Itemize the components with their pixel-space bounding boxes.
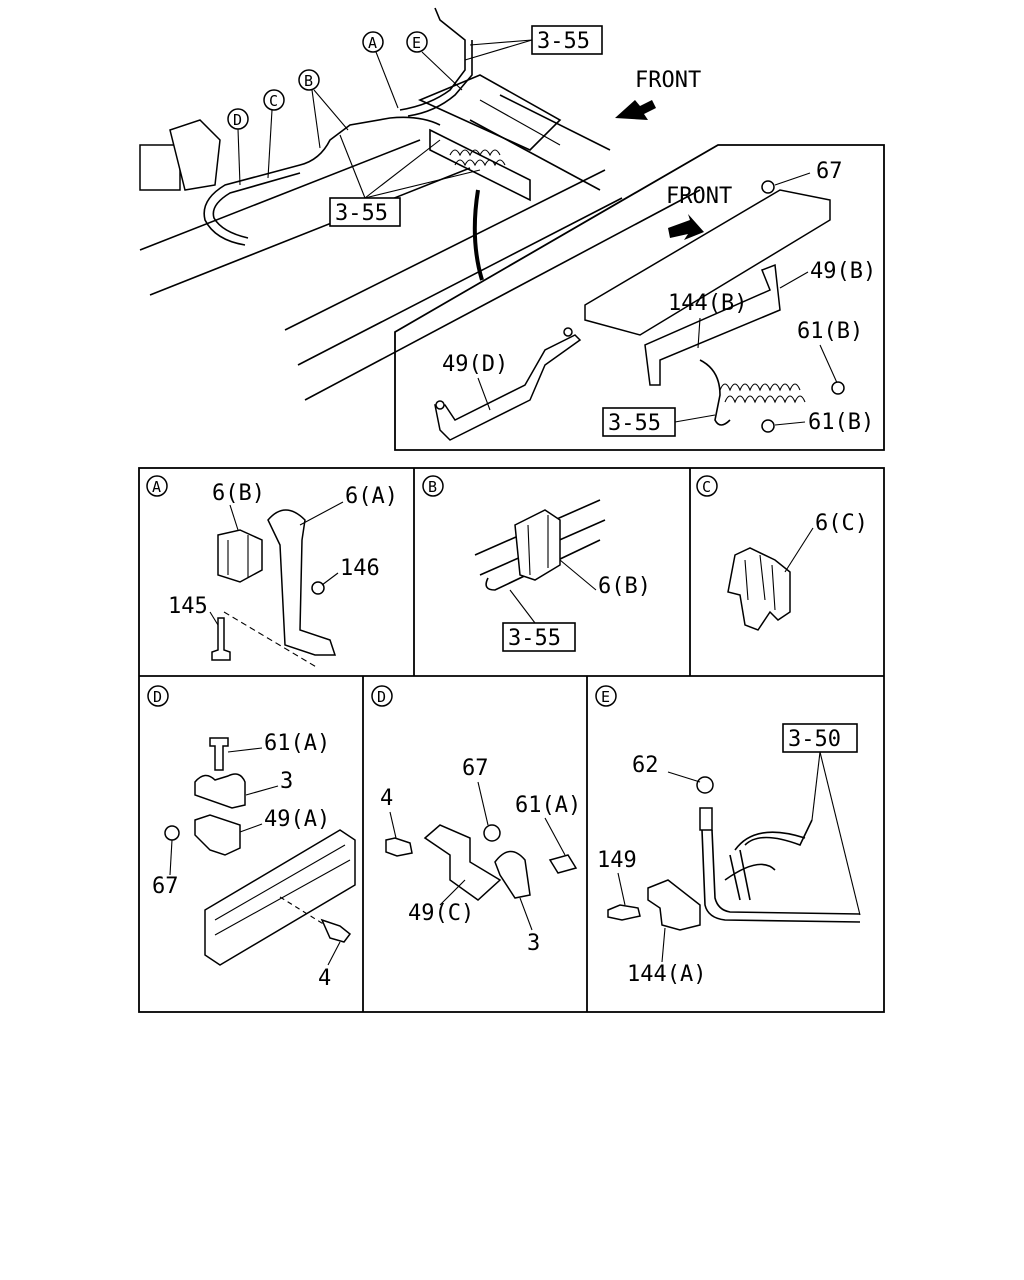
detail-d-left: D 61(A) 3 49(A) 67 4 (147, 685, 356, 991)
detail-b: B 6(B) 3-55 (422, 475, 651, 652)
callout-e: E (406, 31, 463, 91)
main-view: FRONT 3-55 3-55 A E B C (139, 7, 701, 401)
label-6c: 6(C) (815, 511, 868, 536)
label-3-mid: 3 (527, 931, 540, 956)
front-arrow-icon (615, 100, 656, 120)
battery-block (139, 144, 181, 191)
label-4-mid: 4 (380, 786, 393, 811)
ref-3-55-b: 3-55 (508, 626, 561, 651)
ref-label-3-55-mid: 3-55 (335, 201, 388, 226)
bolt-145 (211, 617, 231, 661)
label-144a: 144(A) (627, 962, 706, 987)
label-67-mid: 67 (462, 756, 489, 781)
svg-text:A: A (368, 34, 377, 52)
front-label: FRONT (635, 68, 701, 93)
clamp-3 (194, 773, 246, 809)
detail-grid (138, 467, 885, 1013)
callout-c: C (263, 89, 285, 179)
label-144b: 144(B) (668, 291, 747, 316)
label-145: 145 (168, 594, 208, 619)
harness-tube (203, 116, 441, 246)
detail-d-middle-tag: D (377, 688, 386, 706)
pipe-harness (701, 829, 861, 923)
callout-d: D (227, 108, 249, 186)
bracket-49c (423, 824, 502, 901)
label-6b: 6(B) (212, 481, 265, 506)
label-4-d: 4 (318, 966, 331, 991)
label-3: 3 (280, 769, 293, 794)
spring-coil (449, 149, 506, 167)
label-146: 146 (340, 556, 380, 581)
inset-ref-3-55: 3-55 (608, 411, 661, 436)
bolt-4 (320, 918, 352, 943)
bolt-61a (209, 737, 229, 771)
clamp-144a (647, 879, 701, 931)
label-149: 149 (597, 848, 637, 873)
bolt-4-mid (385, 837, 413, 857)
ref-label-3-55-top: 3-55 (537, 29, 590, 54)
label-61a: 61(A) (264, 731, 330, 756)
bracket-6a (267, 509, 337, 656)
svg-text:C: C (269, 92, 278, 110)
bolt-149 (607, 904, 641, 921)
label-61b-lower: 61(B) (808, 410, 874, 435)
detail-c: C 6(C) (696, 475, 868, 631)
label-67: 67 (816, 159, 843, 184)
detail-b-tag: B (428, 478, 437, 496)
ref-box-b (502, 622, 576, 652)
mounting-plate (584, 189, 831, 336)
inset-spring-coil (719, 383, 806, 404)
clip-6b-b (514, 509, 561, 581)
detail-a-tag: A (152, 478, 161, 496)
callout-b: B (298, 69, 349, 149)
inset-frame (394, 144, 885, 451)
label-6a: 6(A) (345, 484, 398, 509)
detail-e-tag: E (601, 688, 610, 706)
bracket-49b (644, 263, 781, 386)
battery-bracket (169, 119, 221, 191)
detail-a: A 6(B) 6(A) 146 145 (146, 475, 398, 669)
label-49d: 49(D) (442, 352, 508, 377)
svg-text:D: D (233, 111, 242, 129)
clamp-3-mid (494, 850, 531, 899)
clip-6b (217, 529, 263, 583)
clip-6c (727, 547, 791, 631)
bolt-61a-mid (548, 854, 578, 874)
detail-d-left-tag: D (153, 688, 162, 706)
bracket-49d (434, 334, 582, 441)
inset-front-arrow-icon (668, 214, 704, 240)
inset-front-label: FRONT (666, 184, 732, 209)
label-62: 62 (632, 753, 659, 778)
detail-e: E 3-50 62 149 144(A) (595, 685, 861, 987)
label-49c: 49(C) (408, 901, 474, 926)
detail-d-middle: D 67 4 61(A) 49(C) 3 (371, 685, 581, 956)
label-49a: 49(A) (264, 807, 330, 832)
callout-a: A (362, 31, 399, 109)
svg-text:E: E (412, 34, 421, 52)
label-61b-upper: 61(B) (797, 319, 863, 344)
label-67-d: 67 (152, 874, 179, 899)
detail-c-tag: C (702, 478, 711, 496)
inset-view: FRONT 67 49(B) 144(B) 61(B) 61(B) 49(D) … (394, 144, 885, 451)
nut-62 (696, 776, 714, 794)
label-49b: 49(B) (810, 259, 876, 284)
ref-3-50: 3-50 (788, 727, 841, 752)
bracket-49a (194, 814, 241, 856)
svg-text:B: B (304, 72, 313, 90)
label-6b-b: 6(B) (598, 574, 651, 599)
label-61a-mid: 61(A) (515, 793, 581, 818)
